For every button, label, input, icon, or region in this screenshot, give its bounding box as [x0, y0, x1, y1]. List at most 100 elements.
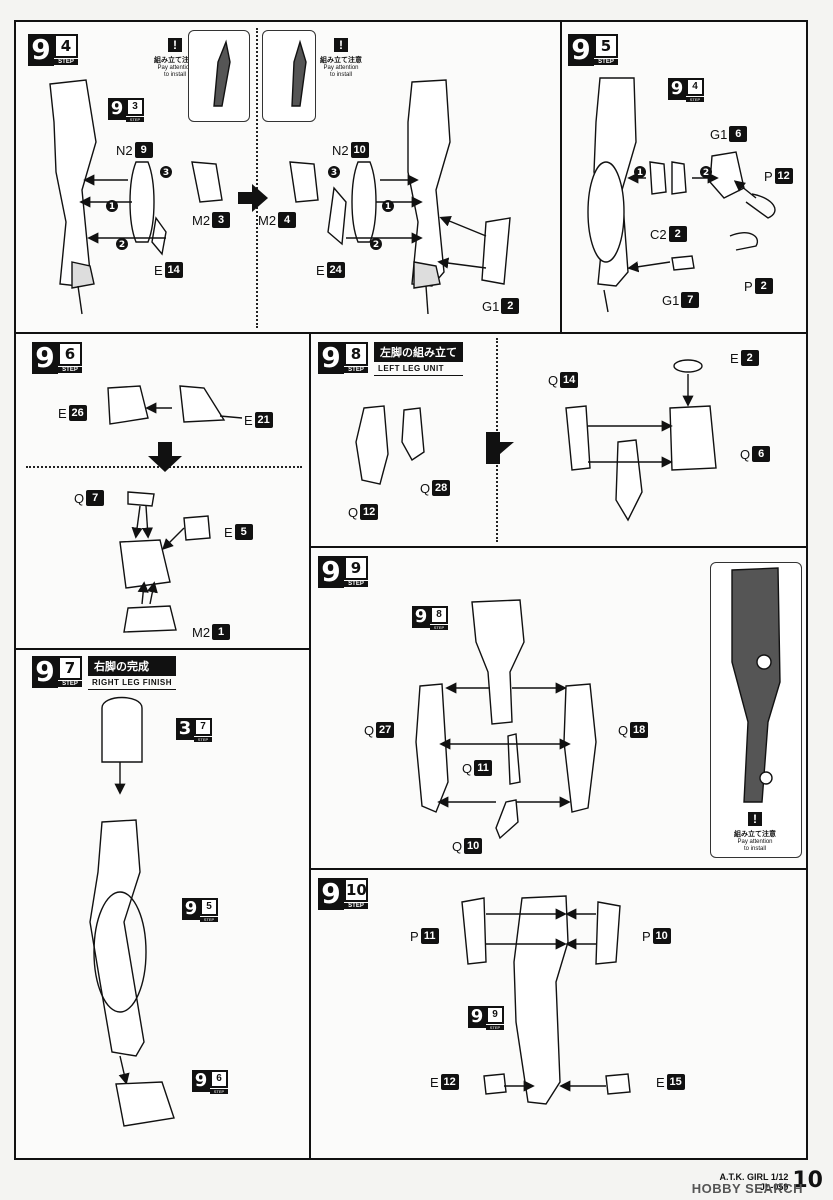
part-number: 2 — [501, 298, 520, 314]
step-label: STEP — [594, 59, 618, 65]
part-name: M2 — [192, 212, 211, 228]
part-name: Q — [348, 504, 359, 520]
divider-middle — [309, 332, 311, 1158]
step-label: STEP — [58, 681, 82, 687]
warning-icon: ! — [334, 38, 348, 52]
substep-number: 9 — [344, 556, 368, 580]
attention-note-3: ! 組み立て注意 Pay attention to install — [720, 810, 790, 853]
ref-big: 3 — [176, 718, 194, 740]
divider-98-99 — [309, 546, 806, 548]
ref-num: 5 — [200, 898, 218, 916]
part-number: 11 — [420, 928, 439, 944]
part-number: 15 — [666, 1074, 685, 1090]
part-name: E — [430, 1074, 439, 1090]
ref-big: 9 — [108, 98, 126, 120]
svg-text:1: 1 — [637, 168, 643, 178]
part-number: 10 — [464, 838, 483, 854]
page-footer: A.T.K. GIRL 1/12 JL-059 10 — [720, 1170, 823, 1193]
ref-step-label: STEP — [686, 97, 704, 102]
attention-en1: Pay attention — [157, 65, 193, 71]
part-name: P — [410, 928, 419, 944]
step-number: 9 — [28, 34, 54, 66]
ref-big: 9 — [468, 1006, 486, 1028]
part-name: E — [154, 262, 163, 278]
part-number: 14 — [560, 372, 579, 388]
armor-part-drawing — [151, 216, 167, 256]
leg-part-drawing — [49, 79, 97, 315]
attention-en2: to install — [743, 846, 766, 852]
part-name: N2 — [116, 142, 133, 158]
step-title-jp: 右脚の完成 — [88, 656, 176, 676]
step-title-en: LEFT LEG UNIT — [374, 362, 463, 376]
step-label: STEP — [344, 581, 368, 587]
step-number: 9 — [568, 34, 594, 66]
divider-top-right — [560, 22, 562, 332]
part-name: E — [730, 350, 739, 366]
part-name: Q — [74, 490, 85, 506]
ref-step-label: STEP — [486, 1025, 504, 1030]
step-number: 9 — [318, 556, 344, 588]
ref-step-label: STEP — [210, 1089, 228, 1094]
substep-number: 8 — [344, 342, 368, 366]
attention-en1: Pay attention — [737, 839, 773, 845]
part-number: 26 — [68, 405, 87, 421]
ref-num: 3 — [126, 98, 144, 116]
svg-text:2: 2 — [703, 168, 709, 178]
part-name: E — [316, 262, 325, 278]
ref-num: 6 — [210, 1070, 228, 1088]
part-name: Q — [364, 722, 375, 738]
step-number: 9 — [318, 878, 344, 910]
part-number: 3 — [212, 212, 231, 228]
ref-step-label: STEP — [194, 737, 212, 742]
part-number: 10 — [652, 928, 671, 944]
svg-text:2: 2 — [373, 240, 379, 250]
ref-step-label: STEP — [200, 917, 218, 922]
order-marker: 1 — [382, 200, 394, 212]
part-number: 7 — [86, 490, 105, 506]
substep-number: 5 — [594, 34, 618, 58]
part-number: 2 — [668, 226, 687, 242]
part-name: Q — [452, 838, 463, 854]
watermark: HOBBY SEARCH — [691, 1181, 803, 1196]
part-name: Q — [462, 760, 473, 776]
product-code: JL-059 — [759, 1182, 789, 1192]
ref-big: 9 — [668, 78, 686, 100]
part-number: 24 — [326, 262, 345, 278]
part-name: E — [58, 405, 67, 421]
step-9-4-badge: 9 4 STEP — [28, 34, 78, 66]
part-number: 7 — [681, 292, 700, 308]
ref-step-label: STEP — [430, 625, 448, 630]
part-name: N2 — [332, 142, 349, 158]
svg-text:1: 1 — [385, 202, 391, 212]
part-number: 18 — [630, 722, 649, 738]
dotted-divider-94 — [256, 28, 258, 328]
part-name: G1 — [662, 292, 680, 308]
detail-part-drawing — [213, 39, 231, 107]
part-number: 6 — [752, 446, 771, 462]
ref-big: 9 — [182, 898, 200, 920]
warning-icon: ! — [168, 38, 182, 52]
part-name: Q — [618, 722, 629, 738]
part-number: 10 — [350, 142, 369, 158]
order-marker: 2 — [370, 238, 382, 250]
